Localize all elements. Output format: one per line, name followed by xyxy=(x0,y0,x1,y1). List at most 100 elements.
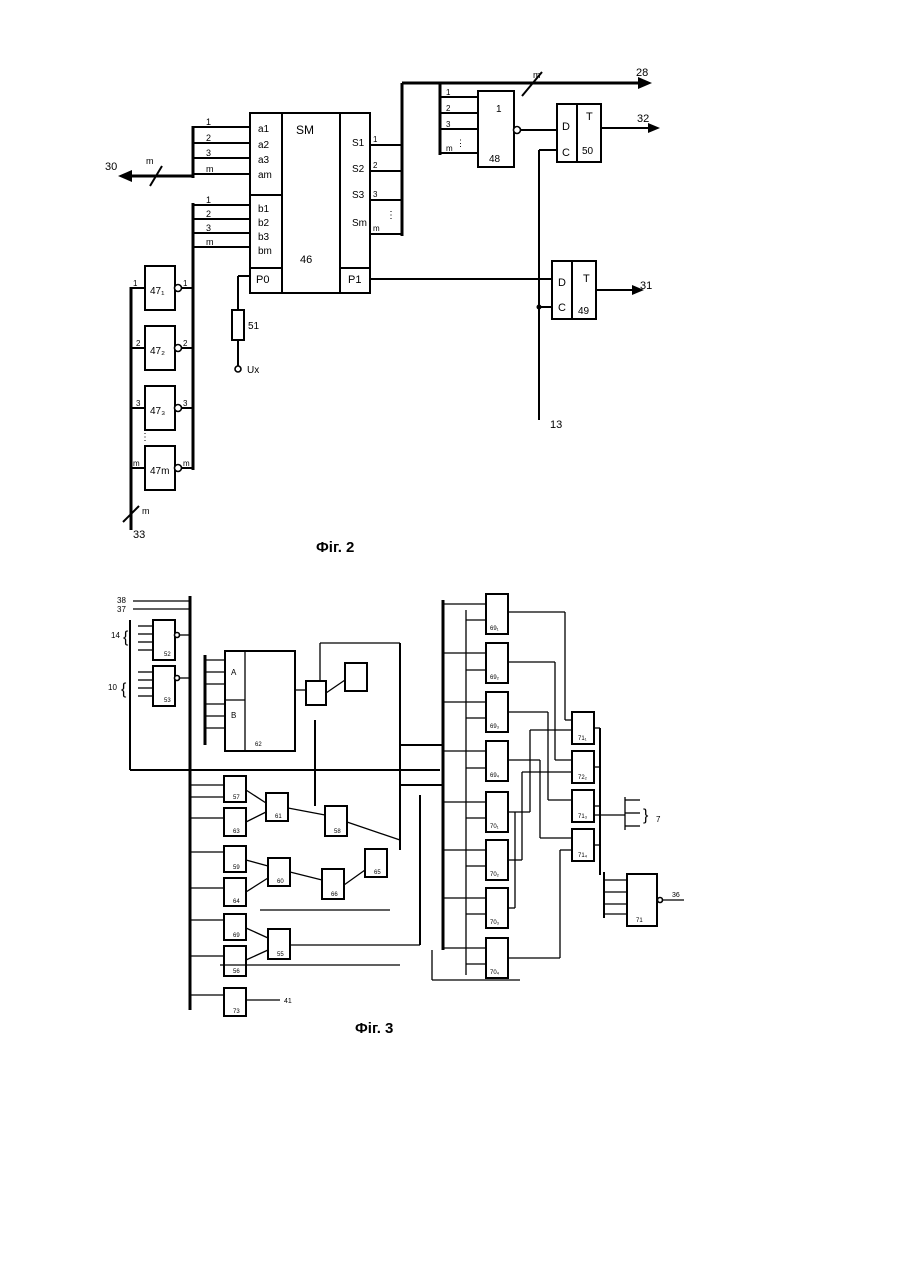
gate-52-bubble xyxy=(175,633,180,638)
a-bus-label: 30 xyxy=(105,161,117,173)
adder-p1: P1 xyxy=(348,274,361,286)
gate-71-4-label: 71₄ xyxy=(578,853,588,859)
figure-3-caption: Фіг. 3 xyxy=(355,1020,393,1037)
adder-s3: S3 xyxy=(352,190,365,201)
flip-flop-49: D C T 49 31 xyxy=(370,261,652,319)
adder-s2: S2 xyxy=(352,164,365,175)
gate-65-label: 65 xyxy=(374,870,381,876)
gate-61-label: 61 xyxy=(275,814,282,820)
gate-69-1-label: 69₁ xyxy=(490,626,499,632)
bottom-bus-width: m xyxy=(142,506,150,516)
w16 xyxy=(246,950,268,960)
inverter-47-m-bubble xyxy=(175,465,182,472)
gate-71-final-label: 71 xyxy=(636,918,643,924)
inverter-47-1-label: 47₁ xyxy=(150,286,165,297)
gate-69-2-label: 69₂ xyxy=(490,675,500,681)
inverter-47-3-in-label: 3 xyxy=(136,399,141,408)
a-line-label-1: 1 xyxy=(206,117,211,127)
w15 xyxy=(246,928,268,938)
gate-70-4-label: 70₄ xyxy=(490,970,500,976)
adder-b3: b3 xyxy=(258,232,270,243)
flip-flop-50: D C T 50 32 xyxy=(557,104,660,162)
gate-69-label: 69 xyxy=(233,933,240,939)
resistor-51 xyxy=(232,310,244,340)
w13 xyxy=(246,878,268,892)
or48-symbol: 1 xyxy=(496,104,502,115)
logic-gates-middle: 69₁ 69₂ 69₃ 69₄ 70₁ 70₂ 70₃ 70₄ xyxy=(400,594,520,980)
gate-69-4-label: 69₄ xyxy=(490,773,500,779)
adder-am: am xyxy=(258,170,272,181)
ff50-out-label: 32 xyxy=(637,113,649,125)
group-10-label: 10 xyxy=(108,683,117,692)
bottom-bus-label: 33 xyxy=(133,529,145,541)
adder-bm: bm xyxy=(258,246,272,257)
gate-55-label: 55 xyxy=(277,952,284,958)
gate-56-label: 56 xyxy=(233,969,240,975)
ff50-number: 50 xyxy=(582,146,594,157)
gate-57-label: 57 xyxy=(233,795,240,801)
w17 xyxy=(344,870,365,885)
adder-b1: b1 xyxy=(258,204,270,215)
ff49-d: D xyxy=(558,277,566,289)
group-14-brace: { xyxy=(123,629,129,646)
figure-3: 38 37 14 { 52 10 { 53 xyxy=(108,594,684,1037)
adder-title: SM xyxy=(296,123,314,137)
clock-label: 13 xyxy=(550,419,562,431)
or48-number: 48 xyxy=(489,154,501,165)
aux-output-label: 41 xyxy=(284,998,292,1005)
or48-in-label-m: m xyxy=(446,144,453,153)
gate-53-label: 53 xyxy=(164,698,171,704)
adder-sm: Sm xyxy=(352,218,367,229)
inverter-47-1-out-label: 1 xyxy=(183,279,188,288)
or48-in-label-1: 1 xyxy=(446,88,451,97)
adder-p0: P0 xyxy=(256,274,269,286)
adder-a2: a2 xyxy=(258,140,270,151)
gate-72-2-label: 72₂ xyxy=(578,775,588,781)
inverter-47-1-in-label: 1 xyxy=(133,279,138,288)
inverter-ellipsis: ⋮ xyxy=(140,432,150,443)
w12 xyxy=(246,860,268,866)
group-7-brace: } xyxy=(643,807,649,824)
ff49-out-label: 31 xyxy=(640,280,652,292)
gate-63-label: 63 xyxy=(233,829,240,835)
inverter-47-m-label: 47m xyxy=(150,466,169,477)
figure-2-caption: Фіг. 2 xyxy=(316,539,354,556)
adder-b2: b2 xyxy=(258,218,270,229)
group-10-brace: { xyxy=(121,681,127,698)
final-gate: 71 36 xyxy=(604,872,684,926)
gate-70-1-label: 70₁ xyxy=(490,824,499,830)
gate-73-label: 73 xyxy=(233,1009,240,1015)
inverter-47-2-label: 47₂ xyxy=(150,346,165,357)
adder-a3: a3 xyxy=(258,155,270,166)
b-line-label-1: 1 xyxy=(206,195,211,205)
group-7-label: 7 xyxy=(656,815,661,824)
inverter-47-m-out-label: m xyxy=(183,459,190,468)
inverter-column: 47₁ 1 1 47₂ 2 2 47₃ 3 3 47m m m ⋮ xyxy=(123,266,193,541)
gate-52-label: 52 xyxy=(164,652,171,658)
gate-71-3-label: 71₃ xyxy=(578,814,588,820)
gate-67 xyxy=(345,663,367,691)
gate-60-label: 60 xyxy=(277,879,284,885)
input-37-label: 37 xyxy=(117,605,126,614)
58-to-67 xyxy=(326,680,345,693)
w14 xyxy=(290,872,322,880)
gate-70-2-label: 70₂ xyxy=(490,872,500,878)
s-line-label-1: 1 xyxy=(373,135,378,144)
clock-junction xyxy=(537,305,542,310)
adder-sm-block: SM 46 a1 a2 a3 am b1 b2 b3 bm S1 S2 S3 S… xyxy=(250,113,370,293)
or48-bubble xyxy=(514,127,521,134)
out-bus-width: m xyxy=(533,70,541,80)
inverter-47-3-out-label: 3 xyxy=(183,399,188,408)
inverter-47-2-out-label: 2 xyxy=(183,339,188,348)
inverter-47-1-bubble xyxy=(175,285,182,292)
register-62 xyxy=(225,651,295,751)
gate-71-final-bubble xyxy=(658,898,663,903)
gate-53-bubble xyxy=(175,676,180,681)
out-bus-label: 28 xyxy=(636,67,648,79)
group-14-label: 14 xyxy=(111,631,120,640)
w10 xyxy=(246,812,266,822)
resistor-number: 51 xyxy=(248,321,260,332)
s-line-label-m: m xyxy=(373,224,380,233)
inverter-47-m-in-label: m xyxy=(133,459,140,468)
